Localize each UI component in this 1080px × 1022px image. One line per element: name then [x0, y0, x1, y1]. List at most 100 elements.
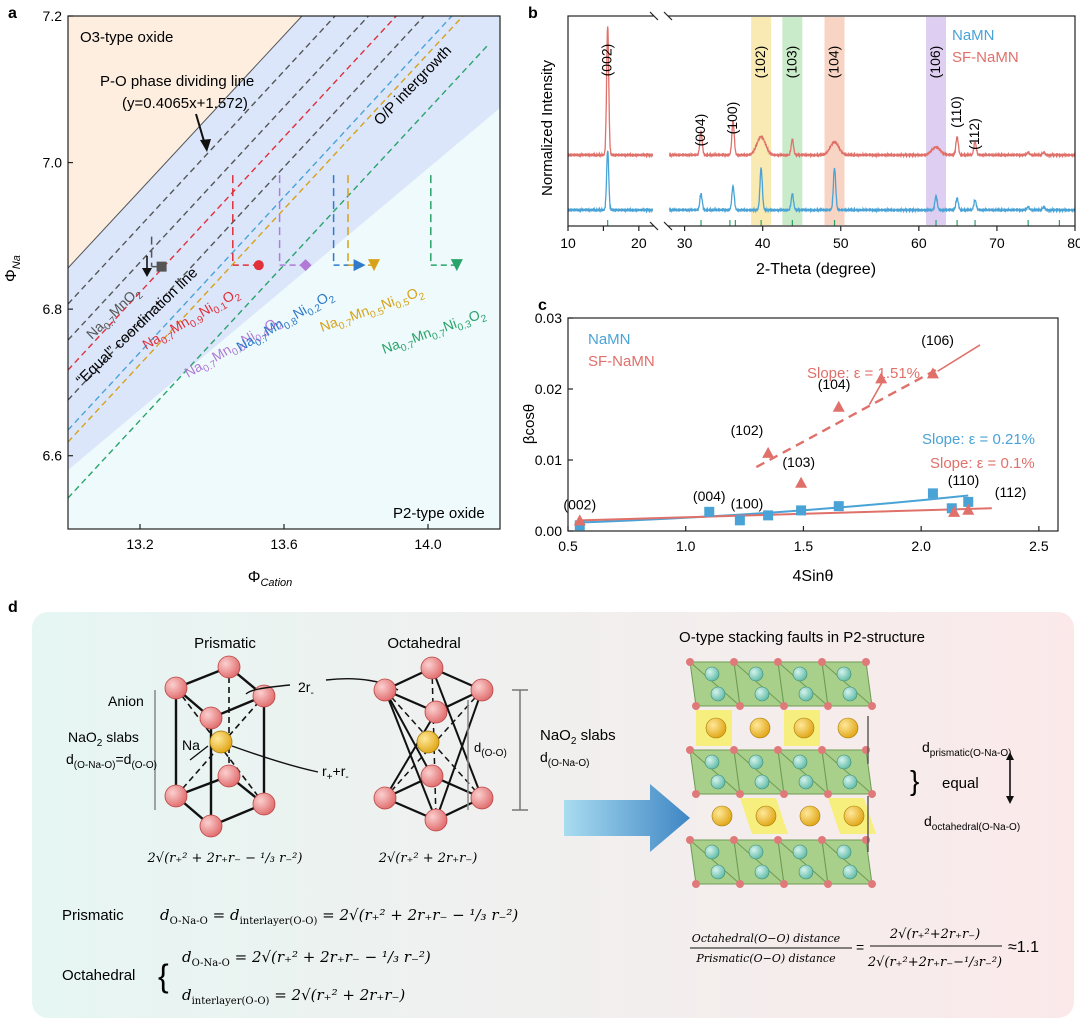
stacking-title: O-type stacking faults in P2-structure: [679, 629, 925, 646]
point-sfnamn: [573, 514, 586, 526]
panel-c-point-labels: (002)(004)(100)(102)(103)(104)(106)(110)…: [563, 332, 1026, 513]
prismatic-formula: 2√(r₊² + 2r₊r₋ − ¹/₃ r₋²): [147, 851, 303, 866]
na-ion: [837, 717, 859, 739]
octahedral-title: Octahedral: [387, 635, 460, 652]
na-ion: [799, 805, 821, 827]
xrd-peak-label: (112): [966, 118, 982, 150]
fit-line-sfnamn-main: [755, 366, 941, 469]
oxygen-ion: [736, 702, 744, 710]
tm-ion: [798, 774, 814, 790]
x-tick-label: 2.5: [1029, 538, 1049, 554]
oxygen-ion: [686, 658, 694, 666]
y-tick-label: 7.2: [43, 8, 63, 24]
o3-region-label: O3-type oxide: [80, 29, 173, 46]
tm-ion: [748, 666, 764, 682]
tm-ion: [792, 666, 808, 682]
x-tick-label: 14.0: [414, 536, 441, 552]
x-tick-label: 70: [989, 235, 1005, 251]
xrd-curve-sfnamn: [669, 120, 1075, 159]
mno6-edge: [733, 749, 785, 795]
mno6-edge: [689, 839, 741, 885]
fit-line-sfnamn-low: [579, 507, 992, 522]
oxygen-ion: [730, 746, 738, 754]
xrd-band: [824, 17, 845, 225]
oxygen-ion: [818, 746, 826, 754]
point-namn: [734, 515, 745, 526]
slab-label-left: NaO2 slabs: [68, 729, 139, 749]
oxygen-ion: [686, 836, 694, 844]
slope-sf-main: Slope: ε = 1.51%: [807, 365, 920, 382]
xrd-peak-labels: (002)(004)(100)(102)(103)(104)(106)(110)…: [599, 44, 982, 150]
compound-marker: [450, 259, 463, 272]
octahedral-structure: [373, 656, 494, 832]
equal-label: equal: [942, 775, 979, 792]
x-tick-label: 13.2: [126, 536, 153, 552]
y-tick-label: 6.8: [43, 301, 63, 317]
panel-a-xlabel: ΦCation: [248, 569, 293, 589]
tm-ion: [792, 754, 808, 770]
panel-d: d Prismatic Octahedral O-type stacking f…: [8, 599, 1074, 1018]
oxygen-ion: [824, 702, 832, 710]
xrd-segment: [669, 120, 1075, 214]
na-ion: [705, 717, 727, 739]
y-tick-label: 0.03: [535, 310, 562, 326]
tm-ion: [704, 844, 720, 860]
brace: }: [910, 765, 919, 796]
x-tick-label: 80: [1067, 235, 1080, 251]
x-tick-label: 30: [677, 235, 693, 251]
na-label: Na: [182, 737, 200, 753]
panel-c-plot: [573, 344, 992, 531]
point-sfnamn: [875, 372, 888, 384]
tm-ion: [798, 686, 814, 702]
xrd-band: [782, 17, 803, 225]
oxygen-ion: [774, 658, 782, 666]
panel-c-ylabel: βcosθ: [521, 404, 538, 444]
point-label: (102): [731, 422, 764, 438]
panel-b-letter: b: [528, 5, 538, 22]
ratio-numerator-right: 2√(r₊²+2r₊r₋): [889, 927, 980, 942]
x-tick-label: 20: [631, 235, 647, 251]
octahedral-row-label: Octahedral: [62, 967, 135, 984]
mno6-edge: [821, 839, 873, 885]
compound-marker: [253, 260, 264, 271]
xrd-band: [926, 17, 947, 225]
point-label: (106): [921, 332, 954, 348]
point-sfnamn: [832, 400, 845, 412]
xrd-peak-label: (100): [724, 102, 740, 135]
tm-ion: [710, 774, 726, 790]
mno6-edge: [733, 839, 785, 885]
slope-namn: Slope: ε = 0.21%: [922, 431, 1035, 448]
na-ion: [793, 717, 815, 739]
oxygen-ion: [824, 790, 832, 798]
legend-c-sfnamn: SF-NaMN: [588, 353, 655, 370]
tm-ion: [704, 754, 720, 770]
panel-c-letter: c: [538, 297, 547, 314]
compound-markers: [156, 259, 463, 272]
tm-ion: [748, 844, 764, 860]
xrd-peak-label: (106): [927, 46, 943, 79]
y-tick-label: 7.0: [43, 155, 63, 171]
compound-marker: [156, 261, 167, 272]
legend-b-sfnamn: SF-NaMN: [952, 49, 1019, 66]
tm-ion: [836, 666, 852, 682]
coordination-line: [68, 16, 425, 401]
oxygen-ion: [868, 790, 876, 798]
octahedral-row-eq1: dO-Na-O = 2√(r₊² + 2r₊r₋ − ¹/₃ r₋²): [182, 948, 431, 969]
point-namn: [763, 510, 774, 521]
mno6-edge: [821, 749, 873, 795]
prismatic-title: Prismatic: [194, 635, 256, 652]
dividing-line-label: P-O phase dividing line: [100, 73, 254, 90]
tm-ion: [842, 774, 858, 790]
oxygen-ion: [824, 880, 832, 888]
xrd-highlight-bands: [751, 17, 947, 225]
point-sfnamn: [962, 503, 975, 515]
oxygen-ion: [730, 658, 738, 666]
mno6-edge: [777, 839, 829, 885]
coordination-line: [68, 16, 370, 341]
oxygen-ion: [780, 702, 788, 710]
